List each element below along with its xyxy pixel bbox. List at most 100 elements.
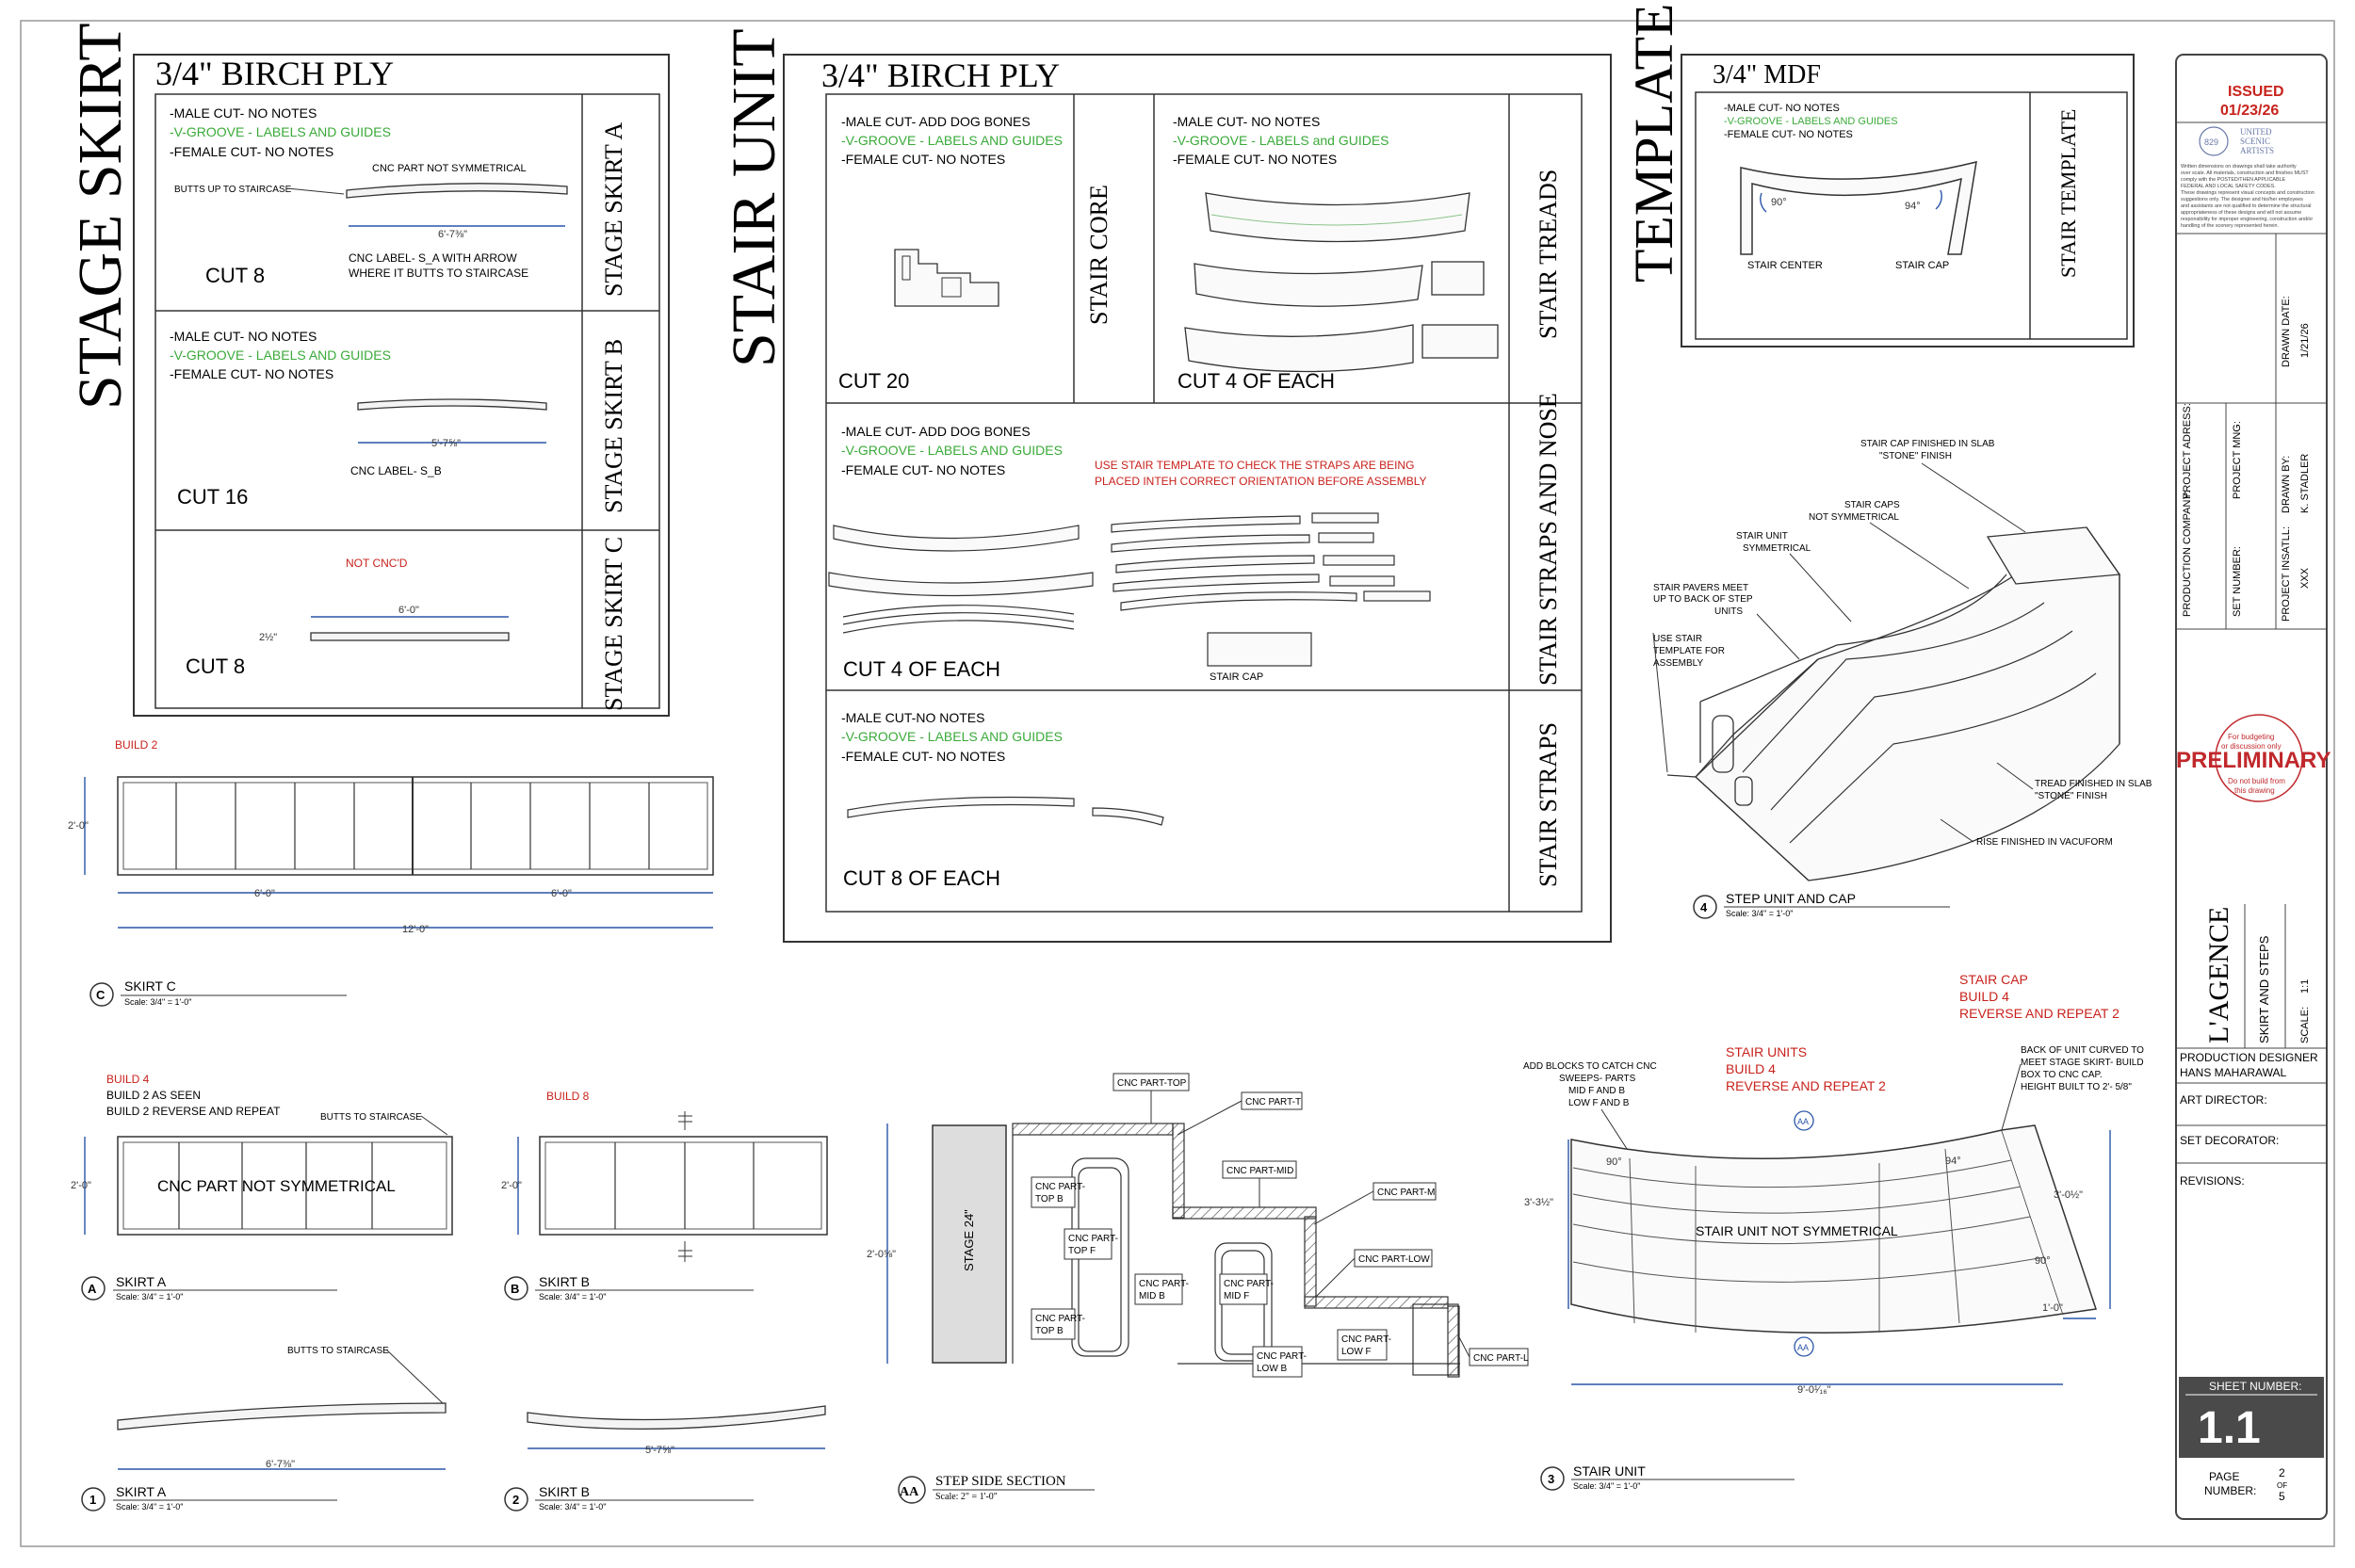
- label-low-f-1: CNC PART-: [1341, 1334, 1391, 1345]
- template-stair-center: STAIR CENTER: [1747, 260, 1823, 271]
- stair-units-3: REVERSE AND REPEAT 2: [1726, 1078, 1886, 1093]
- note-core-2: -V-GROOVE - LABELS AND GUIDES: [841, 133, 1063, 148]
- stair-plan-center: STAIR UNIT NOT SYMMETRICAL: [1696, 1223, 1898, 1238]
- note-blocks-4: LOW F AND B: [1568, 1098, 1630, 1108]
- stair-plan-dim-s: 1'-0": [2042, 1302, 2063, 1314]
- skirt-a-butts: BUTTS TO STAIRCASE: [320, 1112, 422, 1123]
- tab-stage-skirt-b: STAGE SKIRT B: [600, 339, 627, 513]
- stair-cap-2: BUILD 4: [1959, 989, 2009, 1004]
- section-scale: Scale: 2" = 1'-0": [935, 1492, 998, 1502]
- stair-plan-dim-b: 9'-0¹⁄₁₆": [1797, 1384, 1831, 1396]
- skirt-a-dim-h: 2'-0": [71, 1180, 91, 1191]
- note-back-3: BOX TO CNC CAP.: [2021, 1070, 2103, 1080]
- note-straps-3: -FEMALE CUT- NO NOTES: [841, 749, 1005, 764]
- stage-label: STAGE 24": [962, 1209, 976, 1271]
- strap-part-2: [1092, 807, 1164, 826]
- stamp-top-1: For budgeting: [2228, 733, 2274, 741]
- detail-num-2: 2: [512, 1493, 519, 1507]
- stamp-bot-1: Do not build from: [2228, 777, 2285, 785]
- skirt-c-dim-w1: 6'-0": [254, 888, 275, 899]
- svg-text:over scale. All materials, con: over scale. All materials, construction …: [2181, 170, 2309, 176]
- stair-unit-heading: STAIR UNIT: [720, 28, 788, 367]
- stamp-top-2: or discussion only: [2221, 742, 2282, 751]
- field-install-label: PROJECT INSATLL:: [2281, 526, 2292, 622]
- note-treads-1: -MALE CUT- NO NOTES: [1173, 114, 1320, 129]
- page-total: 5: [2279, 1490, 2285, 1503]
- template-section: TEMPLATE 3/4" MDF -MALE CUT- NO NOTES -V…: [1623, 4, 2135, 348]
- field-project-mng: PROJECT MNG:: [2232, 421, 2243, 499]
- callout-cap-slab-1: STAIR CAP FINISHED IN SLAB: [1860, 439, 1995, 449]
- sheet-number: 1.1: [2198, 1403, 2261, 1453]
- detail-scale-skirt-a: Scale: 3/4" = 1'-0": [116, 1292, 183, 1301]
- skirt-a-plan-dim: 6'-7⅜": [266, 1459, 295, 1470]
- skirt-b-plan: 5'-7⅝" 2 SKIRT B Scale: 3/4" = 1'-0": [504, 1405, 826, 1511]
- label-mid-b-1: CNC PART-: [1139, 1279, 1189, 1289]
- note-blocks-3: MID F AND B: [1568, 1086, 1625, 1096]
- stair-units-1: STAIR UNITS: [1726, 1044, 1807, 1059]
- page-of: OF: [2277, 1481, 2287, 1490]
- stair-template-part: [1740, 160, 1977, 255]
- field-install: XXX: [2299, 567, 2311, 589]
- svg-text:suggestions only. The designer: suggestions only. The designer and his/h…: [2181, 197, 2303, 202]
- skirt-c-dim-h: 2'-0": [68, 820, 89, 832]
- callout-pavers-3: UNITS: [1714, 606, 1743, 617]
- tab-stage-skirt-a: STAGE SKIRT A: [600, 122, 627, 297]
- field-drawn-by: K. STADLER: [2299, 454, 2311, 513]
- detail-num-a: A: [88, 1282, 97, 1296]
- stair-cap-3: REVERSE AND REPEAT 2: [1959, 1006, 2120, 1021]
- detail-scale-skirt-c: Scale: 3/4" = 1'-0": [124, 997, 191, 1007]
- stair-plan-tag-bottom: AA: [1797, 1343, 1809, 1352]
- tread-part-2: [1194, 263, 1423, 307]
- callout-caps-ns-2: NOT SYMMETRICAL: [1809, 512, 1899, 523]
- skirt-b-build: BUILD 8: [546, 1090, 590, 1103]
- union-number: 829: [2204, 137, 2218, 147]
- label-cnc-mid: CNC PART-MID: [1226, 1166, 1293, 1176]
- label-low-f-2: LOW F: [1341, 1347, 1372, 1357]
- note-back-2: MEET STAGE SKIRT- BUILD: [2021, 1058, 2144, 1068]
- field-drawn-date-label: DRAWN DATE:: [2281, 296, 2292, 367]
- cut-count-c: CUT 8: [186, 655, 245, 678]
- callout-caps-ns-1: STAIR CAPS: [1844, 500, 1900, 510]
- page-label-1: PAGE: [2209, 1470, 2239, 1483]
- note-vgroove: -V-GROOVE - LABELS AND GUIDES: [170, 124, 391, 139]
- cut-count-straps: CUT 8 OF EACH: [843, 866, 1000, 890]
- svg-text:FEDERAL AND LOCAL SAFETY CODES: FEDERAL AND LOCAL SAFETY CODES.: [2181, 184, 2276, 189]
- skirt-a-plan-part: [117, 1402, 447, 1431]
- note-male-cut: -MALE CUT- NO NOTES: [170, 105, 317, 121]
- cut-count-sn: CUT 4 OF EACH: [843, 657, 1000, 681]
- note-sn-3: -FEMALE CUT- NO NOTES: [841, 462, 1005, 477]
- note-male-cut-b: -MALE CUT- NO NOTES: [170, 329, 317, 344]
- step-side-section: STAGE 24" 2'-0⅝" CNC PART-TOP CNC PART-T: [867, 1073, 1529, 1504]
- note-core-3: -FEMALE CUT- NO NOTES: [841, 152, 1005, 167]
- detail-scale-step-unit: Scale: 3/4" = 1'-0": [1726, 909, 1793, 918]
- field-drawn-by-label: DRAWN BY:: [2281, 456, 2292, 513]
- dim-skirt-c-h: 2½": [259, 632, 277, 643]
- project-name: L'AGENCE: [2203, 907, 2234, 1043]
- note-treads-3: -FEMALE CUT- NO NOTES: [1173, 152, 1337, 167]
- strap-parts-left: [828, 525, 1094, 634]
- stair-unit-section: STAIR UNIT 3/4" BIRCH PLY -MALE CUT- ADD…: [720, 28, 1612, 943]
- disclaimer: Written dimensions on drawings shall tak…: [2181, 164, 2314, 229]
- skirt-c-dim-w2: 6'-0": [551, 888, 572, 899]
- callout-template-1: USE STAIR: [1653, 634, 1702, 644]
- skirt-a-build-2: BUILD 2 AS SEEN: [106, 1089, 201, 1102]
- label-low-b-1: CNC PART-: [1257, 1351, 1307, 1362]
- note-blocks-2: SWEEPS- PARTS: [1559, 1074, 1636, 1084]
- label-top-f-1: CNC PART-: [1068, 1234, 1118, 1244]
- stamp-text: PRELIMINARY: [2176, 748, 2331, 773]
- skirt-a-center-label: CNC PART NOT SYMMETRICAL: [157, 1177, 396, 1195]
- template-heading: TEMPLATE: [1623, 4, 1684, 283]
- stair-plan-angle-l: 90°: [1606, 1156, 1622, 1168]
- sheet-title: SKIRT AND STEPS: [2257, 935, 2271, 1043]
- skirt-b-elevation: BUILD 8 2'-0" B SKIRT B Scale: 3/4" = 1'…: [501, 1090, 828, 1301]
- field-project-address: PROJECT ADRESS:: [2182, 403, 2193, 499]
- cut-count-core: CUT 20: [838, 369, 909, 393]
- cut-count-treads: CUT 4 OF EACH: [1178, 369, 1335, 393]
- tab-stair-straps-nose: STAIR STRAPS AND NOSE: [1535, 393, 1562, 686]
- cut-count-b: CUT 16: [177, 485, 248, 509]
- cnc-label-b: CNC LABEL- S_B: [350, 464, 442, 477]
- detail-num-1: 1: [89, 1493, 96, 1507]
- issued-label: ISSUED: [2228, 84, 2284, 100]
- stair-cap-1: STAIR CAP: [1959, 972, 2028, 987]
- dim-skirt-a: 6'-7⅜": [438, 229, 467, 240]
